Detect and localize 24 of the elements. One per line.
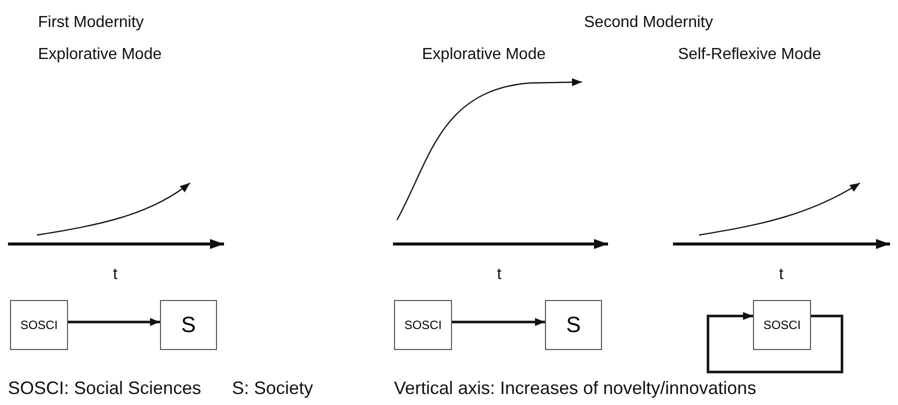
concept-box xyxy=(545,300,602,350)
axis-label: t xyxy=(497,266,502,284)
node-label: S xyxy=(181,312,196,338)
arrow xyxy=(68,318,160,326)
note: Vertical axis: Increases of novelty/innovations xyxy=(394,378,756,399)
mode-heading: Explorative Mode xyxy=(38,46,162,64)
mode-heading: Explorative Mode xyxy=(422,46,546,64)
note: SOSCI: Social Sciences xyxy=(8,378,202,399)
note: S: Society xyxy=(232,378,314,399)
panel-heading: Second Modernity xyxy=(584,14,713,32)
node-label: S xyxy=(566,312,581,338)
node-label: SOSCI xyxy=(404,318,442,332)
mode-heading: Self-Reflexive Mode xyxy=(678,46,822,64)
arrow xyxy=(452,318,545,326)
panel-heading: First Modernity xyxy=(38,14,144,32)
concept-box xyxy=(753,300,811,350)
axis-label: t xyxy=(779,266,784,284)
concept-box xyxy=(394,300,452,350)
arrow xyxy=(706,312,844,374)
node-label: SOSCI xyxy=(20,318,58,332)
concept-box xyxy=(160,300,217,350)
node-label: SOSCI xyxy=(763,318,801,332)
axis-label: t xyxy=(113,266,118,284)
concept-box xyxy=(10,300,68,350)
